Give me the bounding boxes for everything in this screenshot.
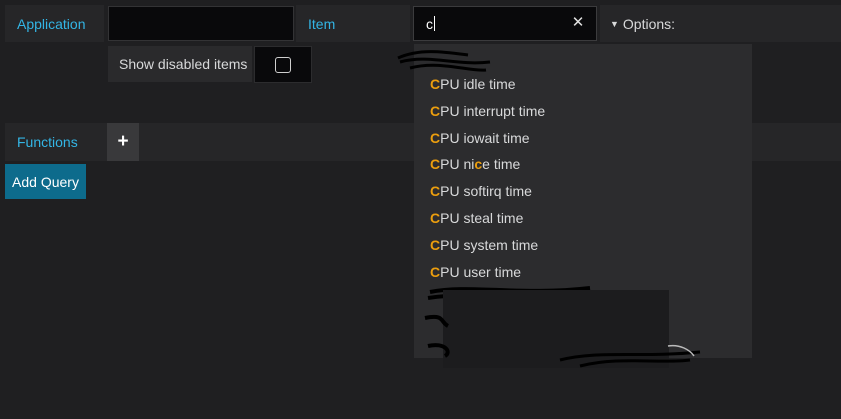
suggestion-match-text: C <box>430 156 441 173</box>
suggestion-match-text: C <box>430 129 441 146</box>
suggestion-match-text: C <box>430 102 441 119</box>
suggestion-match-text: C <box>430 210 441 226</box>
item-label-text: Item <box>308 15 336 32</box>
add-function-button[interactable]: + <box>107 123 139 161</box>
show-disabled-checkbox-container[interactable] <box>254 46 312 83</box>
suggestion-item[interactable]: CPU softirq time <box>430 178 532 204</box>
item-input-value: c <box>426 15 433 32</box>
item-input[interactable]: c <box>413 6 597 41</box>
functions-label: Functions <box>5 123 104 161</box>
suggestion-text: PU iowait time <box>440 129 530 146</box>
suggestion-item[interactable]: CPU iowait time <box>430 125 530 151</box>
suggestion-text: PU ni <box>440 156 475 173</box>
functions-label-text: Functions <box>17 134 78 150</box>
options-toggle[interactable]: ▼Options: <box>600 5 841 42</box>
suggestion-item[interactable]: CPU idle time <box>430 71 516 97</box>
suggestion-text: PU user time <box>440 263 522 280</box>
suggestion-item[interactable]: CPU system time <box>430 232 538 258</box>
show-disabled-label: Show disabled items <box>108 46 252 82</box>
suggestion-text: PU interrupt time <box>440 102 546 119</box>
suggestion-item[interactable]: CPU interrupt time <box>430 98 545 124</box>
plus-icon: + <box>117 131 129 152</box>
text-caret <box>434 16 435 31</box>
suggestion-match-text: C <box>430 183 441 200</box>
suggestion-item[interactable]: CPU user time <box>430 259 521 285</box>
suggestion-item[interactable]: CPU nice time <box>430 151 520 177</box>
suggestion-text: e time <box>482 156 521 173</box>
application-input[interactable] <box>108 6 294 41</box>
suggestion-match-text: C <box>430 236 441 253</box>
show-disabled-text: Show disabled items <box>119 56 248 72</box>
add-query-button[interactable]: Add Query <box>5 164 86 199</box>
suggestion-match-text: C <box>430 76 441 92</box>
suggestion-match-text: C <box>430 263 441 280</box>
caret-down-icon: ▼ <box>610 18 619 29</box>
suggestion-text: PU steal time <box>440 210 524 226</box>
suggestion-text: PU idle time <box>440 76 516 92</box>
checkbox-icon[interactable] <box>275 57 291 73</box>
item-label: Item <box>296 5 410 42</box>
application-label: Application <box>5 5 104 42</box>
suggestion-match-text: c <box>474 156 483 173</box>
add-query-label: Add Query <box>12 173 79 190</box>
application-label-text: Application <box>17 15 86 32</box>
close-icon[interactable]: ✕ <box>571 14 585 31</box>
suggestion-item[interactable]: CPU steal time <box>430 205 523 231</box>
suggestion-text: PU softirq time <box>440 183 532 200</box>
options-label: Options: <box>622 15 676 32</box>
suggestion-text: PU system time <box>440 236 539 253</box>
